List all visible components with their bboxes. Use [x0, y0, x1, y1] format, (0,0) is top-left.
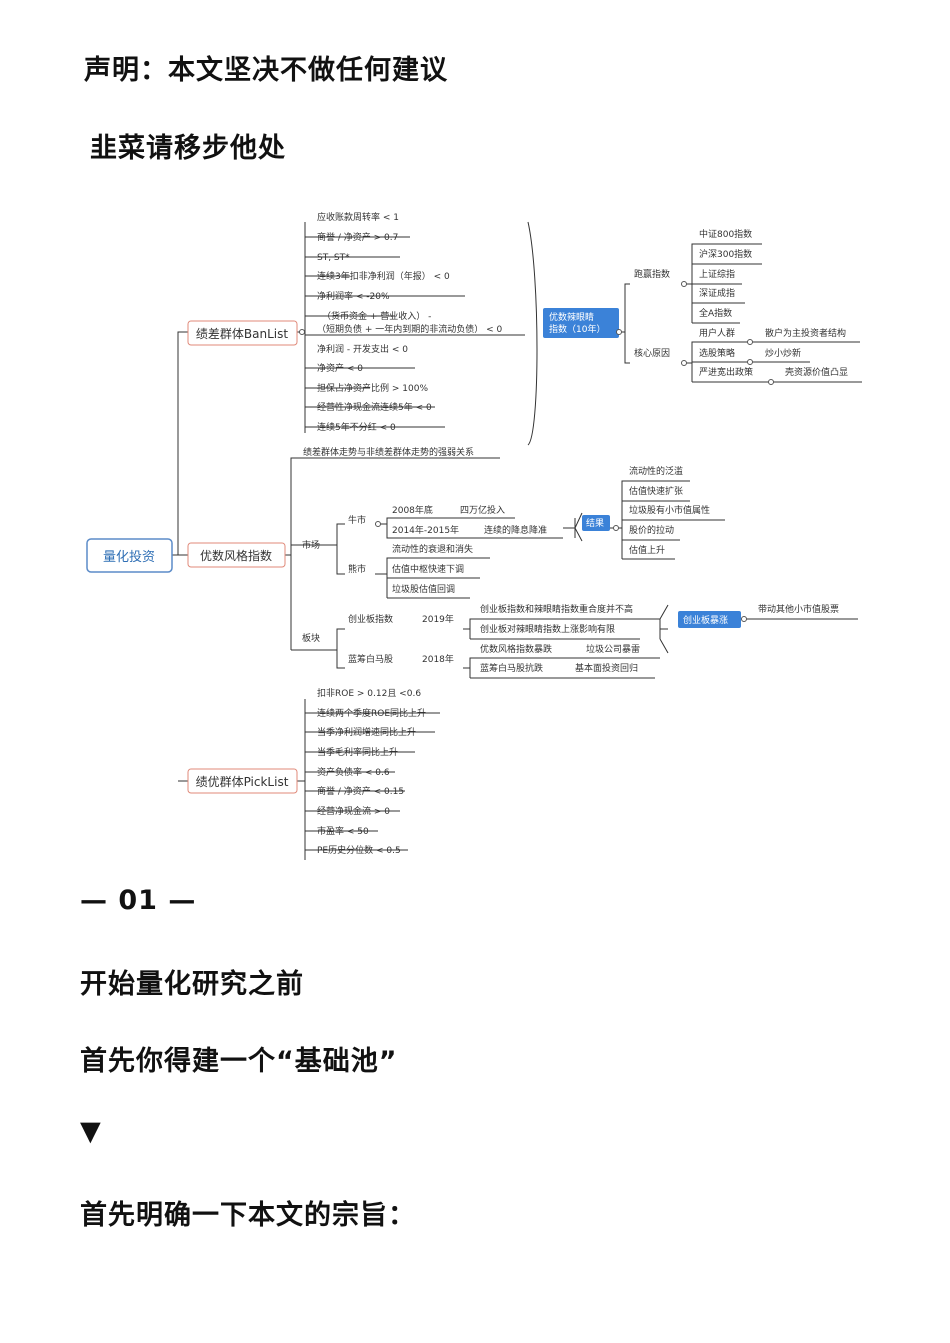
purpose-heading: 首先明确一下本文的宗旨：	[80, 1200, 416, 1231]
index-item: 中证800指数	[699, 228, 752, 240]
mind-map: 量化投资 绩差群体BanList 优数风格指数 绩优群体PickList 应收账…	[86, 211, 862, 860]
bear-item: 流动性的衰退和消失	[392, 543, 473, 555]
ban-item: 应收账款周转率 < 1	[317, 211, 399, 223]
result-item: 垃圾股有小市值属性	[629, 504, 710, 516]
ban-item: 连续5年不分红 < 0	[317, 421, 396, 433]
pick-item: 资产负债率 < 0.6	[317, 766, 390, 778]
core-value: 炒小炒新	[765, 347, 801, 359]
bluechip-key: 优数风格指数暴跌	[480, 643, 552, 655]
statement-heading: 声明：本文坚决不做任何建议	[84, 55, 448, 86]
bluechip-label: 蓝筹白马股	[348, 653, 393, 665]
index-item: 沪深300指数	[699, 248, 752, 260]
pick-item: 经营净现金流 > 0	[317, 805, 390, 817]
index-item: 全A指数	[699, 307, 732, 319]
bull-key: 2008年底	[392, 504, 433, 516]
bear-item: 垃圾股估值回调	[392, 583, 455, 595]
start-heading: 开始量化研究之前	[80, 969, 304, 1000]
ban-item: ST, ST*	[317, 253, 350, 263]
ban-item: 担保占净资产比例 > 100%	[317, 382, 428, 394]
core-value: 散户为主投资者结构	[765, 327, 846, 339]
ban-item: 经营性净现金流连续5年 < 0	[317, 401, 432, 413]
core-key: 用户人群	[699, 327, 735, 339]
ban-item: （货币资金 + 营业收入） -	[322, 310, 431, 322]
result-item: 股价的拉动	[629, 524, 674, 536]
pick-item: 当季毛利率同比上升	[317, 746, 398, 758]
bull-value: 四万亿投入	[460, 504, 505, 516]
gem-year: 2019年	[422, 613, 454, 625]
result-item: 流动性的泛滥	[629, 465, 683, 477]
index-item: 深证成指	[699, 287, 735, 299]
ban-item: （短期负债 + 一年内到期的非流动负债） < 0	[317, 323, 503, 335]
market-label: 市场	[302, 539, 320, 551]
pick-item: 商誉 / 净资产 < 0.15	[317, 785, 404, 797]
bluechip-year: 2018年	[422, 653, 454, 665]
ban-item: 商誉 / 净资产 > 0.7	[317, 231, 398, 243]
core-key: 选股策略	[699, 347, 735, 359]
bluechip-key: 蓝筹白马股抗跌	[480, 662, 543, 674]
ban-item: 连续3年扣非净利润（年报） < 0	[317, 270, 450, 282]
style-index-node: 优数风格指数	[200, 548, 272, 563]
spicy-index-tag-sub: 指数（10年）	[549, 323, 605, 335]
spicy-index-tag: 优数辣眼睛	[549, 311, 594, 323]
leeks-heading: 韭菜请移步他处	[90, 133, 286, 164]
ban-item: 净利润 - 开发支出 < 0	[317, 343, 408, 355]
gem-result: 带动其他小市值股票	[758, 603, 839, 615]
gem-surge-tag: 创业板暴涨	[683, 614, 728, 626]
bluechip-value: 垃圾公司暴雷	[586, 643, 640, 655]
result-item: 估值上升	[629, 544, 665, 556]
down-arrow: ▼	[80, 1116, 102, 1147]
banlist-node: 绩差群体BanList	[196, 327, 288, 341]
gem-label: 创业板指数	[348, 613, 393, 625]
section-number: — 01 —	[80, 885, 197, 916]
core-value: 壳资源价值凸显	[785, 366, 848, 378]
bull-key: 2014年-2015年	[392, 524, 459, 536]
pool-heading: 首先你得建一个“基础池”	[80, 1046, 398, 1077]
result-tag: 结果	[586, 517, 604, 529]
bear-item: 估值中枢快速下调	[392, 563, 464, 575]
sector-label: 板块	[302, 632, 320, 644]
index-item: 上证综指	[699, 268, 735, 280]
ban-item: 净资产 < 0	[317, 362, 363, 374]
pick-item: PE历史分位数 < 0.5	[317, 844, 401, 856]
pick-item: 扣非ROE > 0.12且 <0.6	[317, 687, 421, 699]
core-key: 严进宽出政策	[699, 366, 753, 378]
bear-label: 熊市	[348, 563, 366, 575]
picklist-node: 绩优群体PickList	[196, 775, 289, 789]
result-item: 估值快速扩张	[629, 485, 683, 497]
gem-item: 创业板指数和辣眼睛指数重合度并不高	[480, 603, 633, 615]
pick-item: 市盈率 < 50	[317, 825, 369, 837]
root-node: 量化投资	[103, 549, 155, 565]
ban-item: 净利润率 < -20%	[317, 290, 390, 302]
pick-item: 连续两个季度ROE同比上升	[317, 707, 426, 719]
bluechip-value: 基本面投资回归	[575, 662, 638, 674]
beat-index-label: 跑赢指数	[634, 268, 670, 280]
bull-label: 牛市	[348, 514, 366, 526]
relation-text: 绩差群体走势与非绩差群体走势的强弱关系	[303, 446, 474, 458]
gem-item: 创业板对辣眼睛指数上涨影响有限	[480, 623, 615, 635]
bull-value: 连续的降息降准	[484, 524, 547, 536]
pick-item: 当季净利润增速同比上升	[317, 726, 416, 738]
core-reason-label: 核心原因	[634, 347, 670, 359]
